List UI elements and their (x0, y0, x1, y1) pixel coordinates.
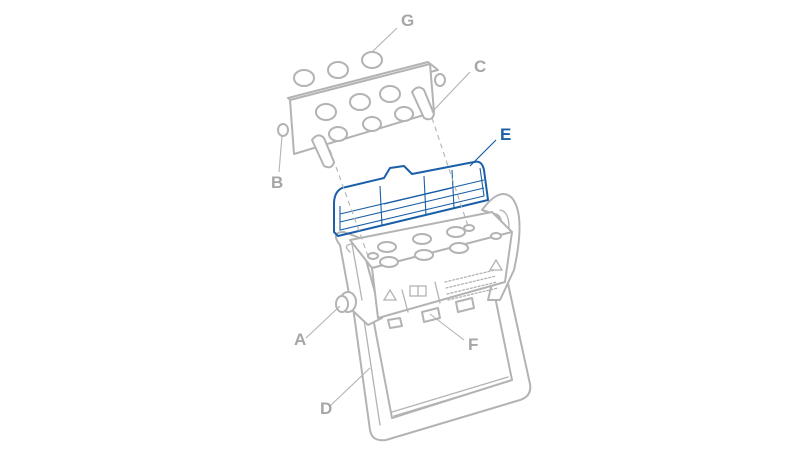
leader-e (469, 139, 497, 167)
leader-f (429, 313, 465, 341)
grille-e (333, 160, 489, 237)
callout-label-g: G (401, 11, 415, 30)
callout-label-c: C (474, 57, 487, 76)
connector-block (277, 51, 446, 169)
leader-b (278, 135, 283, 173)
callout-label-e: E (500, 125, 512, 144)
guide-line-right (431, 117, 469, 227)
callout-label-f: F (468, 335, 479, 354)
callout-label-b: B (271, 173, 284, 192)
main-body (349, 211, 513, 329)
leader-d (329, 367, 371, 407)
leader-c (431, 71, 471, 113)
callout-label-a: A (294, 330, 307, 349)
leader-a (305, 305, 341, 339)
guide-line-left (329, 149, 369, 257)
callout-label-d: D (320, 399, 333, 418)
knob-a (335, 291, 357, 313)
leader-g (371, 27, 398, 53)
